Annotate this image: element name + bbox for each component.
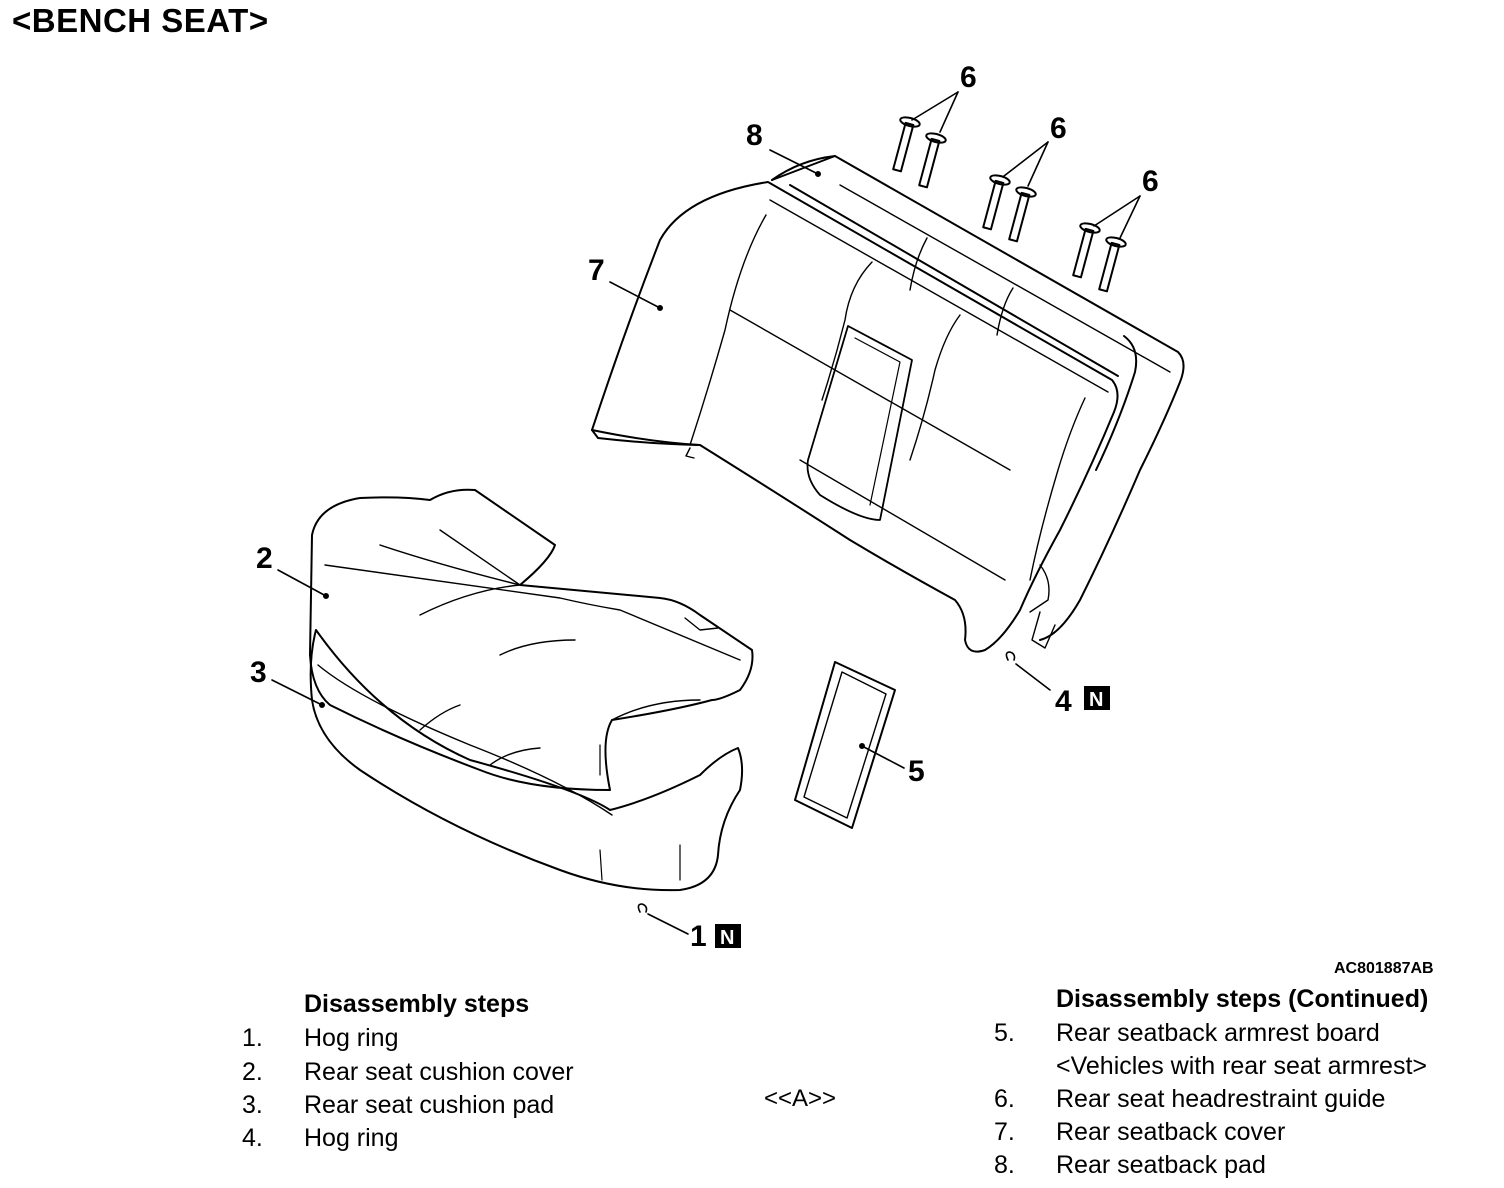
rear-seatback-pad <box>771 155 1185 641</box>
step-number: 6. <box>994 1085 1015 1113</box>
callout-6: 6 <box>1050 112 1067 145</box>
leader-lines <box>271 91 1141 935</box>
callout-6: 6 <box>1142 165 1159 198</box>
rear-seat-cushion-pad <box>309 629 744 892</box>
step-label-qualifier: <Vehicles with rear seat armrest> <box>1056 1052 1427 1080</box>
step-label: Rear seatback armrest board <box>1056 1019 1380 1047</box>
headrestraint-guide <box>1008 186 1037 243</box>
hog-ring-4 <box>1005 651 1016 661</box>
callout-6: 6 <box>960 61 977 94</box>
n-mark: N <box>720 927 734 949</box>
n-mark-box <box>1084 686 1110 710</box>
headrestraint-guide <box>1072 222 1101 279</box>
hog-ring-1 <box>637 903 648 913</box>
n-mark: N <box>1089 689 1103 711</box>
callout-1: 1 <box>690 920 707 953</box>
step-label: Rear seatback pad <box>1056 1151 1266 1179</box>
headrestraint-guide <box>982 174 1011 231</box>
diagram-title: <BENCH SEAT> <box>12 2 269 39</box>
step-number: 8. <box>994 1151 1015 1179</box>
step-number: 3. <box>242 1091 263 1119</box>
step-number: 1. <box>242 1024 263 1052</box>
callout-3: 3 <box>250 656 267 689</box>
step-label: Hog ring <box>304 1124 399 1152</box>
headrestraint-guide <box>892 116 921 173</box>
bench-seat-exploded-view: 1 N 2 3 4 N 5 6 6 6 7 8 <box>250 61 1185 953</box>
callout-4: 4 <box>1055 685 1072 718</box>
step-label: Rear seat cushion pad <box>304 1091 555 1119</box>
callout-7: 7 <box>588 254 605 287</box>
step-label: Rear seat cushion cover <box>304 1058 574 1086</box>
step-number: 4. <box>242 1124 263 1152</box>
step-number: 5. <box>994 1019 1015 1047</box>
rear-seatback-cover <box>591 181 1119 653</box>
rear-seatback-armrest-board <box>794 661 896 829</box>
rear-seat-cushion-cover <box>309 488 754 791</box>
steps-heading-left: Disassembly steps <box>304 990 530 1018</box>
step-number: 2. <box>242 1058 263 1086</box>
step-label: Rear seatback cover <box>1056 1118 1286 1146</box>
callout-2: 2 <box>256 542 273 575</box>
callout-8: 8 <box>746 119 763 152</box>
callout-5: 5 <box>908 755 925 788</box>
step-label: Rear seat headrestraint guide <box>1056 1085 1386 1113</box>
headrestraint-guide <box>918 132 947 189</box>
n-mark-box <box>715 924 741 948</box>
headrestraint-guides <box>892 116 1127 293</box>
headrestraint-guide <box>1098 236 1127 293</box>
steps-heading-right: Disassembly steps (Continued) <box>1056 985 1429 1013</box>
reference-mark: <<A>> <box>764 1085 837 1112</box>
figure-code: AC801887AB <box>1334 960 1434 977</box>
step-number: 7. <box>994 1118 1015 1146</box>
step-label: Hog ring <box>304 1024 399 1052</box>
